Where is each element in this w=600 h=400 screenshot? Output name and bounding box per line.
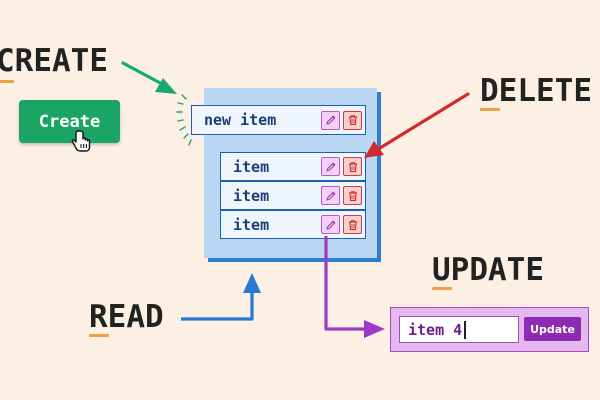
trash-icon bbox=[348, 190, 357, 201]
new-item-row: new item bbox=[191, 105, 366, 135]
delete-label: DELETE bbox=[480, 73, 592, 109]
update-input-value: item 4 bbox=[408, 320, 463, 339]
item-edit-button[interactable] bbox=[321, 186, 340, 205]
update-underline bbox=[432, 287, 452, 290]
create-button[interactable]: Create bbox=[19, 100, 120, 143]
pencil-icon bbox=[325, 162, 335, 172]
list-item-text: item bbox=[233, 186, 270, 205]
read-label: READ bbox=[89, 299, 164, 335]
update-label: UPDATE bbox=[432, 252, 544, 288]
read-underline bbox=[89, 334, 109, 337]
new-item-edit-button[interactable] bbox=[321, 110, 340, 130]
new-item-text: new item bbox=[204, 111, 277, 129]
list-item-text: item bbox=[233, 215, 270, 234]
hand-pointer-icon bbox=[71, 130, 91, 152]
list-item: item bbox=[220, 152, 366, 181]
list-item: item bbox=[220, 181, 366, 210]
create-underline bbox=[0, 80, 14, 83]
pencil-icon bbox=[325, 220, 335, 230]
item-delete-button[interactable] bbox=[343, 186, 362, 205]
create-arrow bbox=[121, 61, 177, 94]
sparkle-lines bbox=[176, 94, 192, 146]
item-edit-button[interactable] bbox=[321, 157, 340, 176]
update-input[interactable]: item 4 bbox=[399, 316, 519, 343]
trash-icon bbox=[348, 161, 357, 172]
update-arrow bbox=[324, 236, 385, 338]
pencil-icon bbox=[325, 191, 335, 201]
list-item-text: item bbox=[233, 157, 270, 176]
item-delete-button[interactable] bbox=[343, 157, 362, 176]
trash-icon bbox=[348, 115, 357, 126]
update-form: item 4 Update bbox=[390, 307, 589, 352]
create-label: CREATE bbox=[0, 43, 108, 79]
read-arrow bbox=[181, 273, 261, 321]
new-item-delete-button[interactable] bbox=[343, 110, 362, 130]
pencil-icon bbox=[325, 115, 335, 125]
item-delete-button[interactable] bbox=[343, 215, 362, 234]
delete-arrow bbox=[364, 92, 470, 158]
text-caret bbox=[464, 320, 467, 339]
delete-underline bbox=[480, 108, 500, 111]
update-button[interactable]: Update bbox=[524, 317, 581, 341]
trash-icon bbox=[348, 219, 357, 230]
item-edit-button[interactable] bbox=[321, 215, 340, 234]
list-item: item bbox=[220, 210, 366, 239]
